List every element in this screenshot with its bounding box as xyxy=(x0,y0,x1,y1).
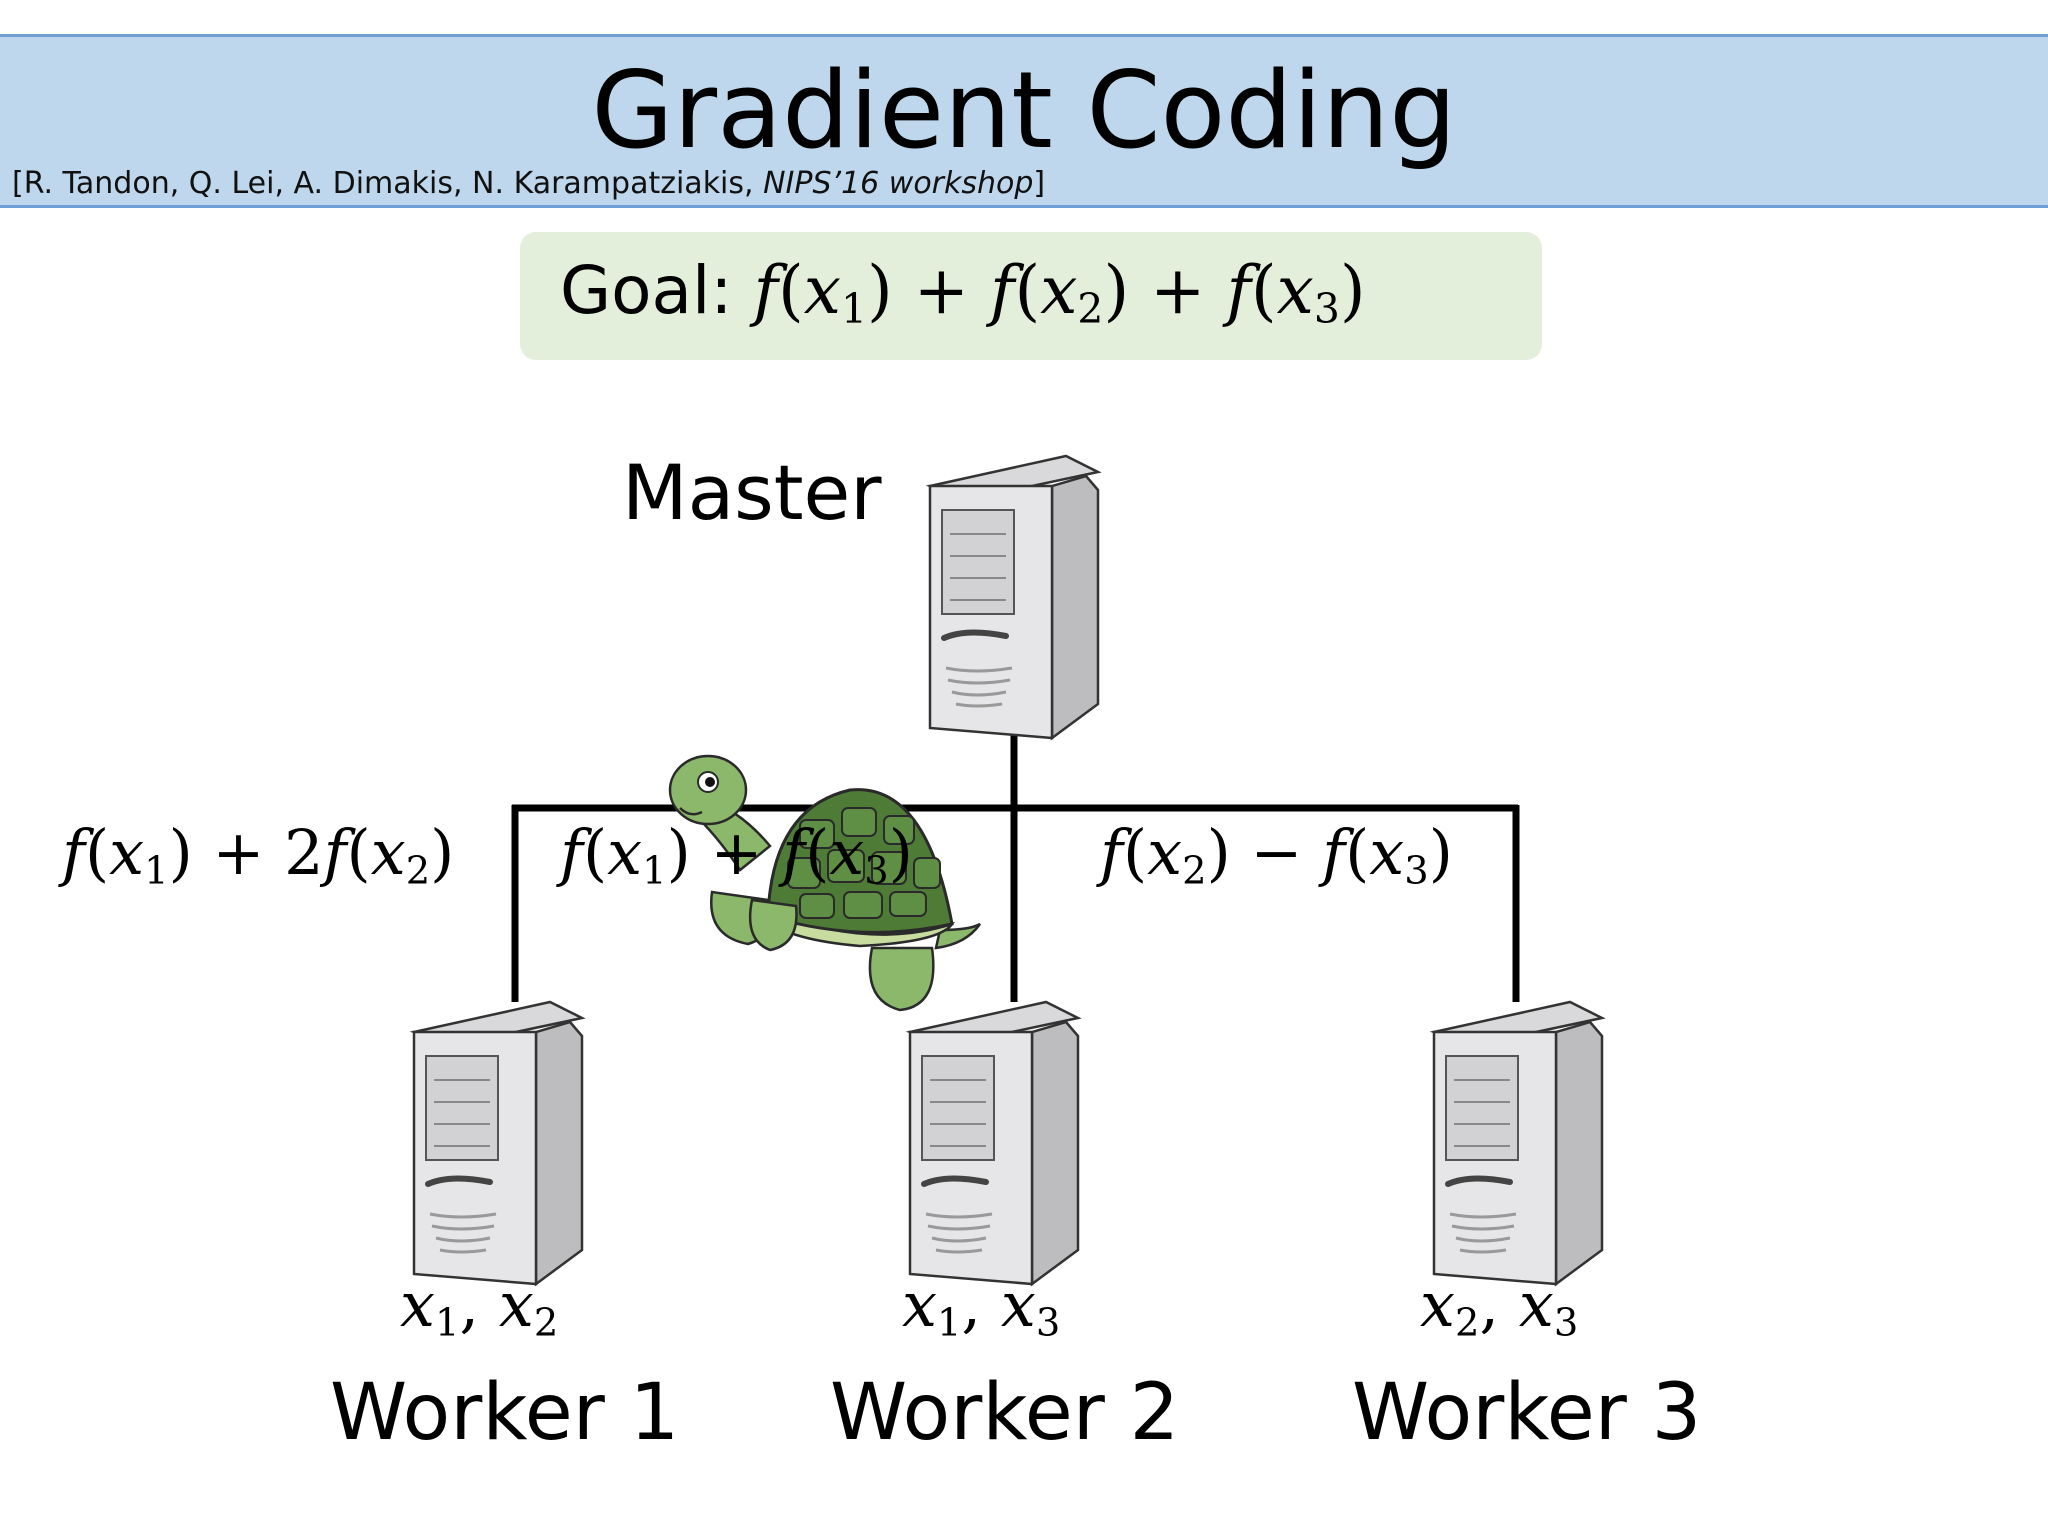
worker1-edge-label: f(x1) + 2f(x2) xyxy=(62,816,455,894)
citation-authors: [R. Tandon, Q. Lei, A. Dimakis, N. Karam… xyxy=(12,166,764,201)
goal-label: Goal: xyxy=(560,252,733,329)
goal-box xyxy=(520,232,1542,360)
goal-formula: f(x1) + f(x2) + f(x3) xyxy=(753,252,1366,334)
worker1-data-label: x1, x2 xyxy=(400,1268,559,1346)
worker3-server-icon xyxy=(1434,1002,1602,1284)
master-server-icon xyxy=(930,456,1098,738)
goal-statement: Goal: f(x1) + f(x2) + f(x3) xyxy=(560,252,1366,333)
citation-venue: NIPS’16 workshop xyxy=(763,166,1034,201)
citation-close: ] xyxy=(1033,166,1046,201)
worker3-label: Worker 3 xyxy=(1352,1368,1702,1458)
worker2-edge-label: f(x1) + f(x3) xyxy=(560,816,913,894)
worker1-label: Worker 1 xyxy=(330,1368,680,1458)
worker2-data-label: x1, x3 xyxy=(902,1268,1061,1346)
worker1-server-icon xyxy=(414,1002,582,1284)
slide-title: Gradient Coding xyxy=(591,49,1457,172)
worker2-label: Worker 2 xyxy=(830,1368,1180,1458)
worker3-edge-label: f(x2) − f(x3) xyxy=(1100,816,1453,894)
worker3-data-label: x2, x3 xyxy=(1420,1268,1579,1346)
title-banner xyxy=(0,34,2048,208)
citation: [R. Tandon, Q. Lei, A. Dimakis, N. Karam… xyxy=(12,166,1045,201)
worker2-server-icon xyxy=(910,1002,1078,1284)
master-label: Master xyxy=(622,448,882,537)
turtle-icon xyxy=(668,754,982,1012)
